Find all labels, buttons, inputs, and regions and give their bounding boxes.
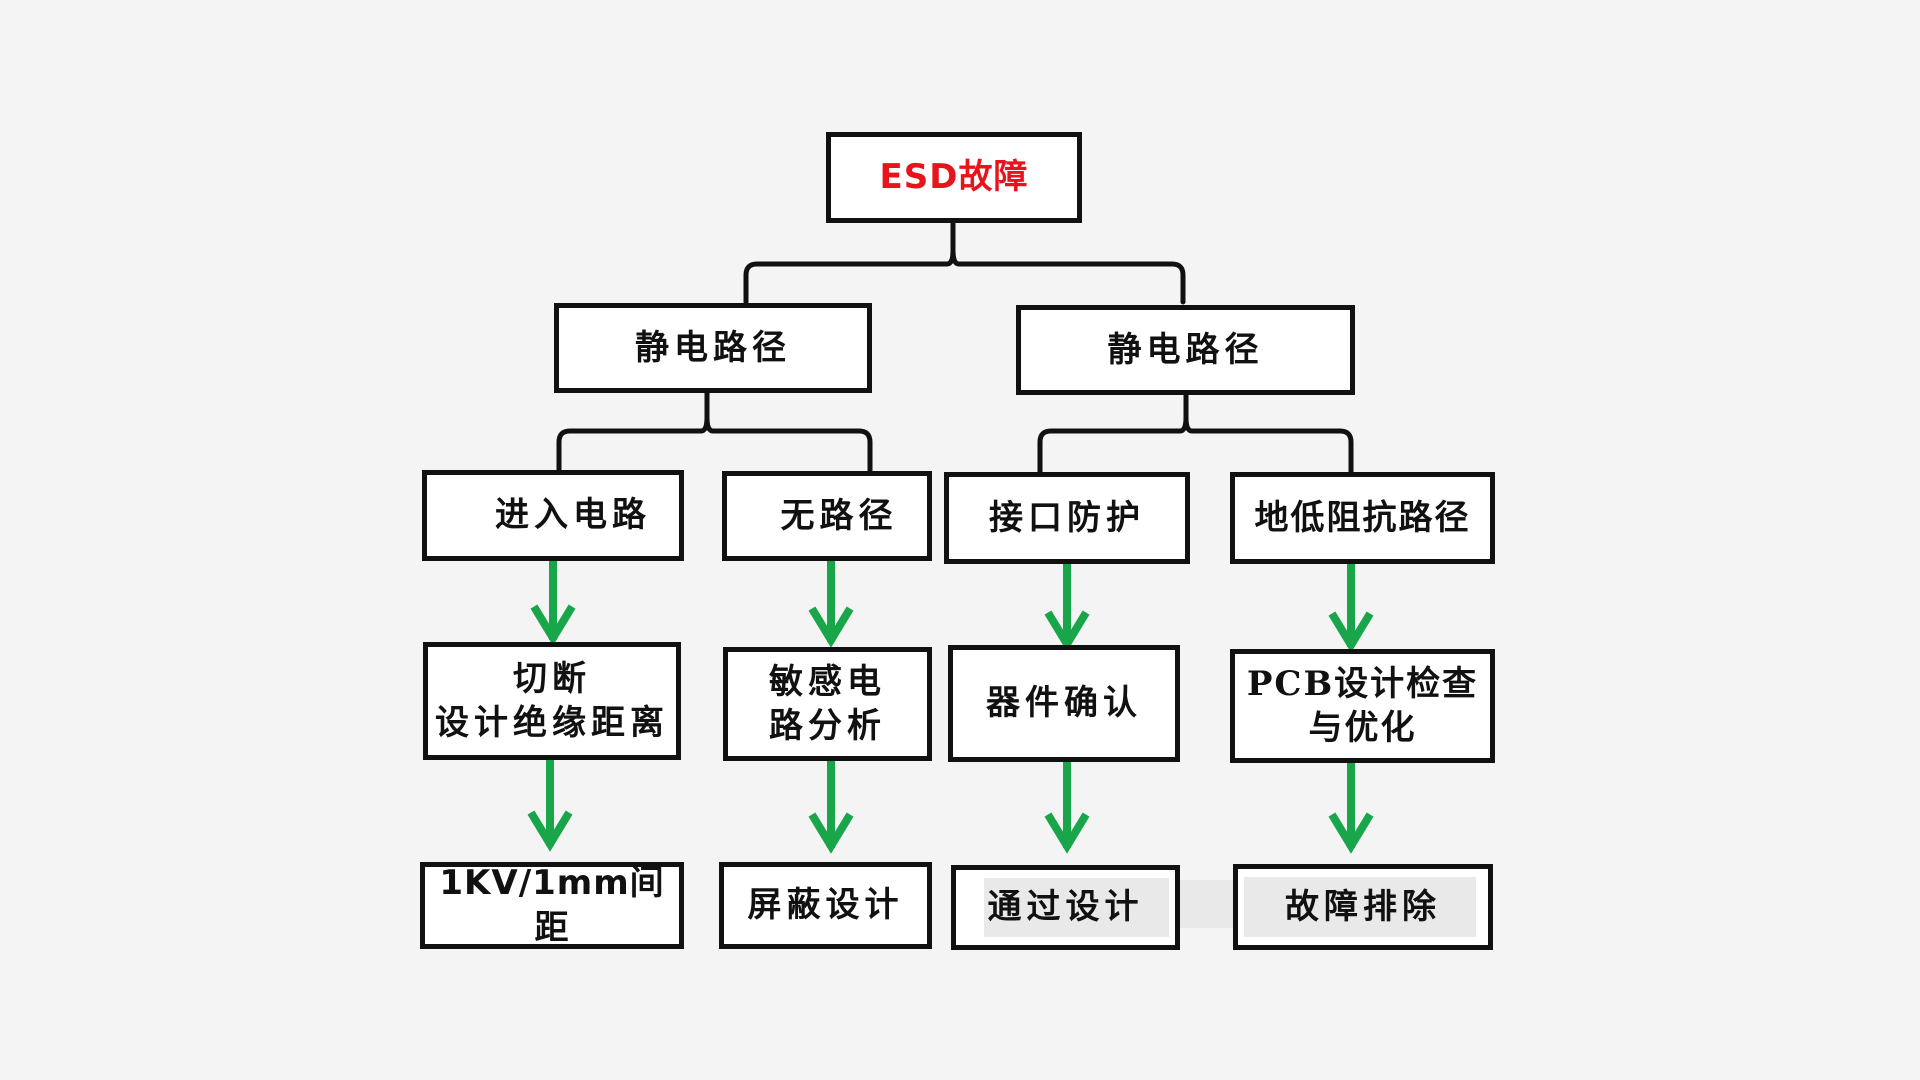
node-col2-bottom: 屏蔽设计 (719, 862, 932, 949)
node-level1-left: 静电路径 (554, 303, 872, 393)
arrow-col4-bottom (1328, 760, 1374, 854)
node-col2-top-label: 无路径 (780, 495, 898, 536)
highlight-bar (1176, 880, 1236, 928)
node-col4-middle-label: PCB设计检查 与优化 (1246, 663, 1479, 748)
node-col3-bottom: 通过设计 (951, 865, 1180, 950)
node-col3-bottom-label: 通过设计 (987, 887, 1144, 928)
node-col1-top: 进入电路 (422, 470, 684, 561)
node-col3-middle-label: 器件确认 (986, 683, 1142, 724)
arrow-col2-bottom (808, 760, 854, 854)
node-col3-top: 接口防护 (944, 472, 1190, 564)
node-level1-right: 静电路径 (1016, 305, 1355, 395)
node-col2-middle-label: 敏感电 路分析 (769, 661, 886, 746)
arrow-col3-top (1044, 559, 1090, 652)
arrow-col1-bottom (527, 758, 573, 852)
node-col4-top-label: 地低阻抗路径 (1254, 497, 1471, 538)
bracket-root (743, 219, 1186, 305)
node-col1-top-label: 进入电路 (495, 495, 651, 536)
node-col4-bottom-label: 故障排除 (1285, 886, 1441, 927)
node-col3-bottom-highlight (984, 878, 1169, 937)
node-col4-top: 地低阻抗路径 (1230, 472, 1495, 564)
bracket-right (1037, 389, 1354, 475)
node-col3-top-label: 接口防护 (989, 497, 1145, 538)
node-col2-bottom-label: 屏蔽设计 (747, 885, 904, 926)
arrow-col1-top (530, 556, 576, 646)
node-col1-bottom: 1KV/1mm间距 (420, 862, 684, 949)
node-col2-middle: 敏感电 路分析 (723, 647, 932, 761)
arrow-col4-top (1328, 559, 1374, 653)
bracket-left (556, 387, 873, 475)
node-col2-top: 无路径 (722, 471, 932, 561)
node-col1-middle: 切断 设计绝缘距离 (423, 642, 681, 760)
node-level1-right-label: 静电路径 (1107, 329, 1264, 370)
node-col1-bottom-label: 1KV/1mm间距 (439, 863, 665, 948)
node-col4-bottom: 故障排除 (1233, 864, 1493, 950)
node-col4-middle: PCB设计检查 与优化 (1230, 649, 1495, 763)
node-root-label: ESD故障 (879, 157, 1029, 198)
arrow-col3-bottom (1044, 760, 1090, 854)
node-col1-middle-label: 切断 设计绝缘距离 (435, 658, 669, 743)
node-root: ESD故障 (826, 132, 1082, 223)
node-col4-bottom-highlight (1244, 877, 1476, 937)
node-col3-middle: 器件确认 (948, 645, 1180, 762)
node-level1-left-label: 静电路径 (635, 327, 791, 368)
arrow-col2-top (808, 556, 854, 648)
